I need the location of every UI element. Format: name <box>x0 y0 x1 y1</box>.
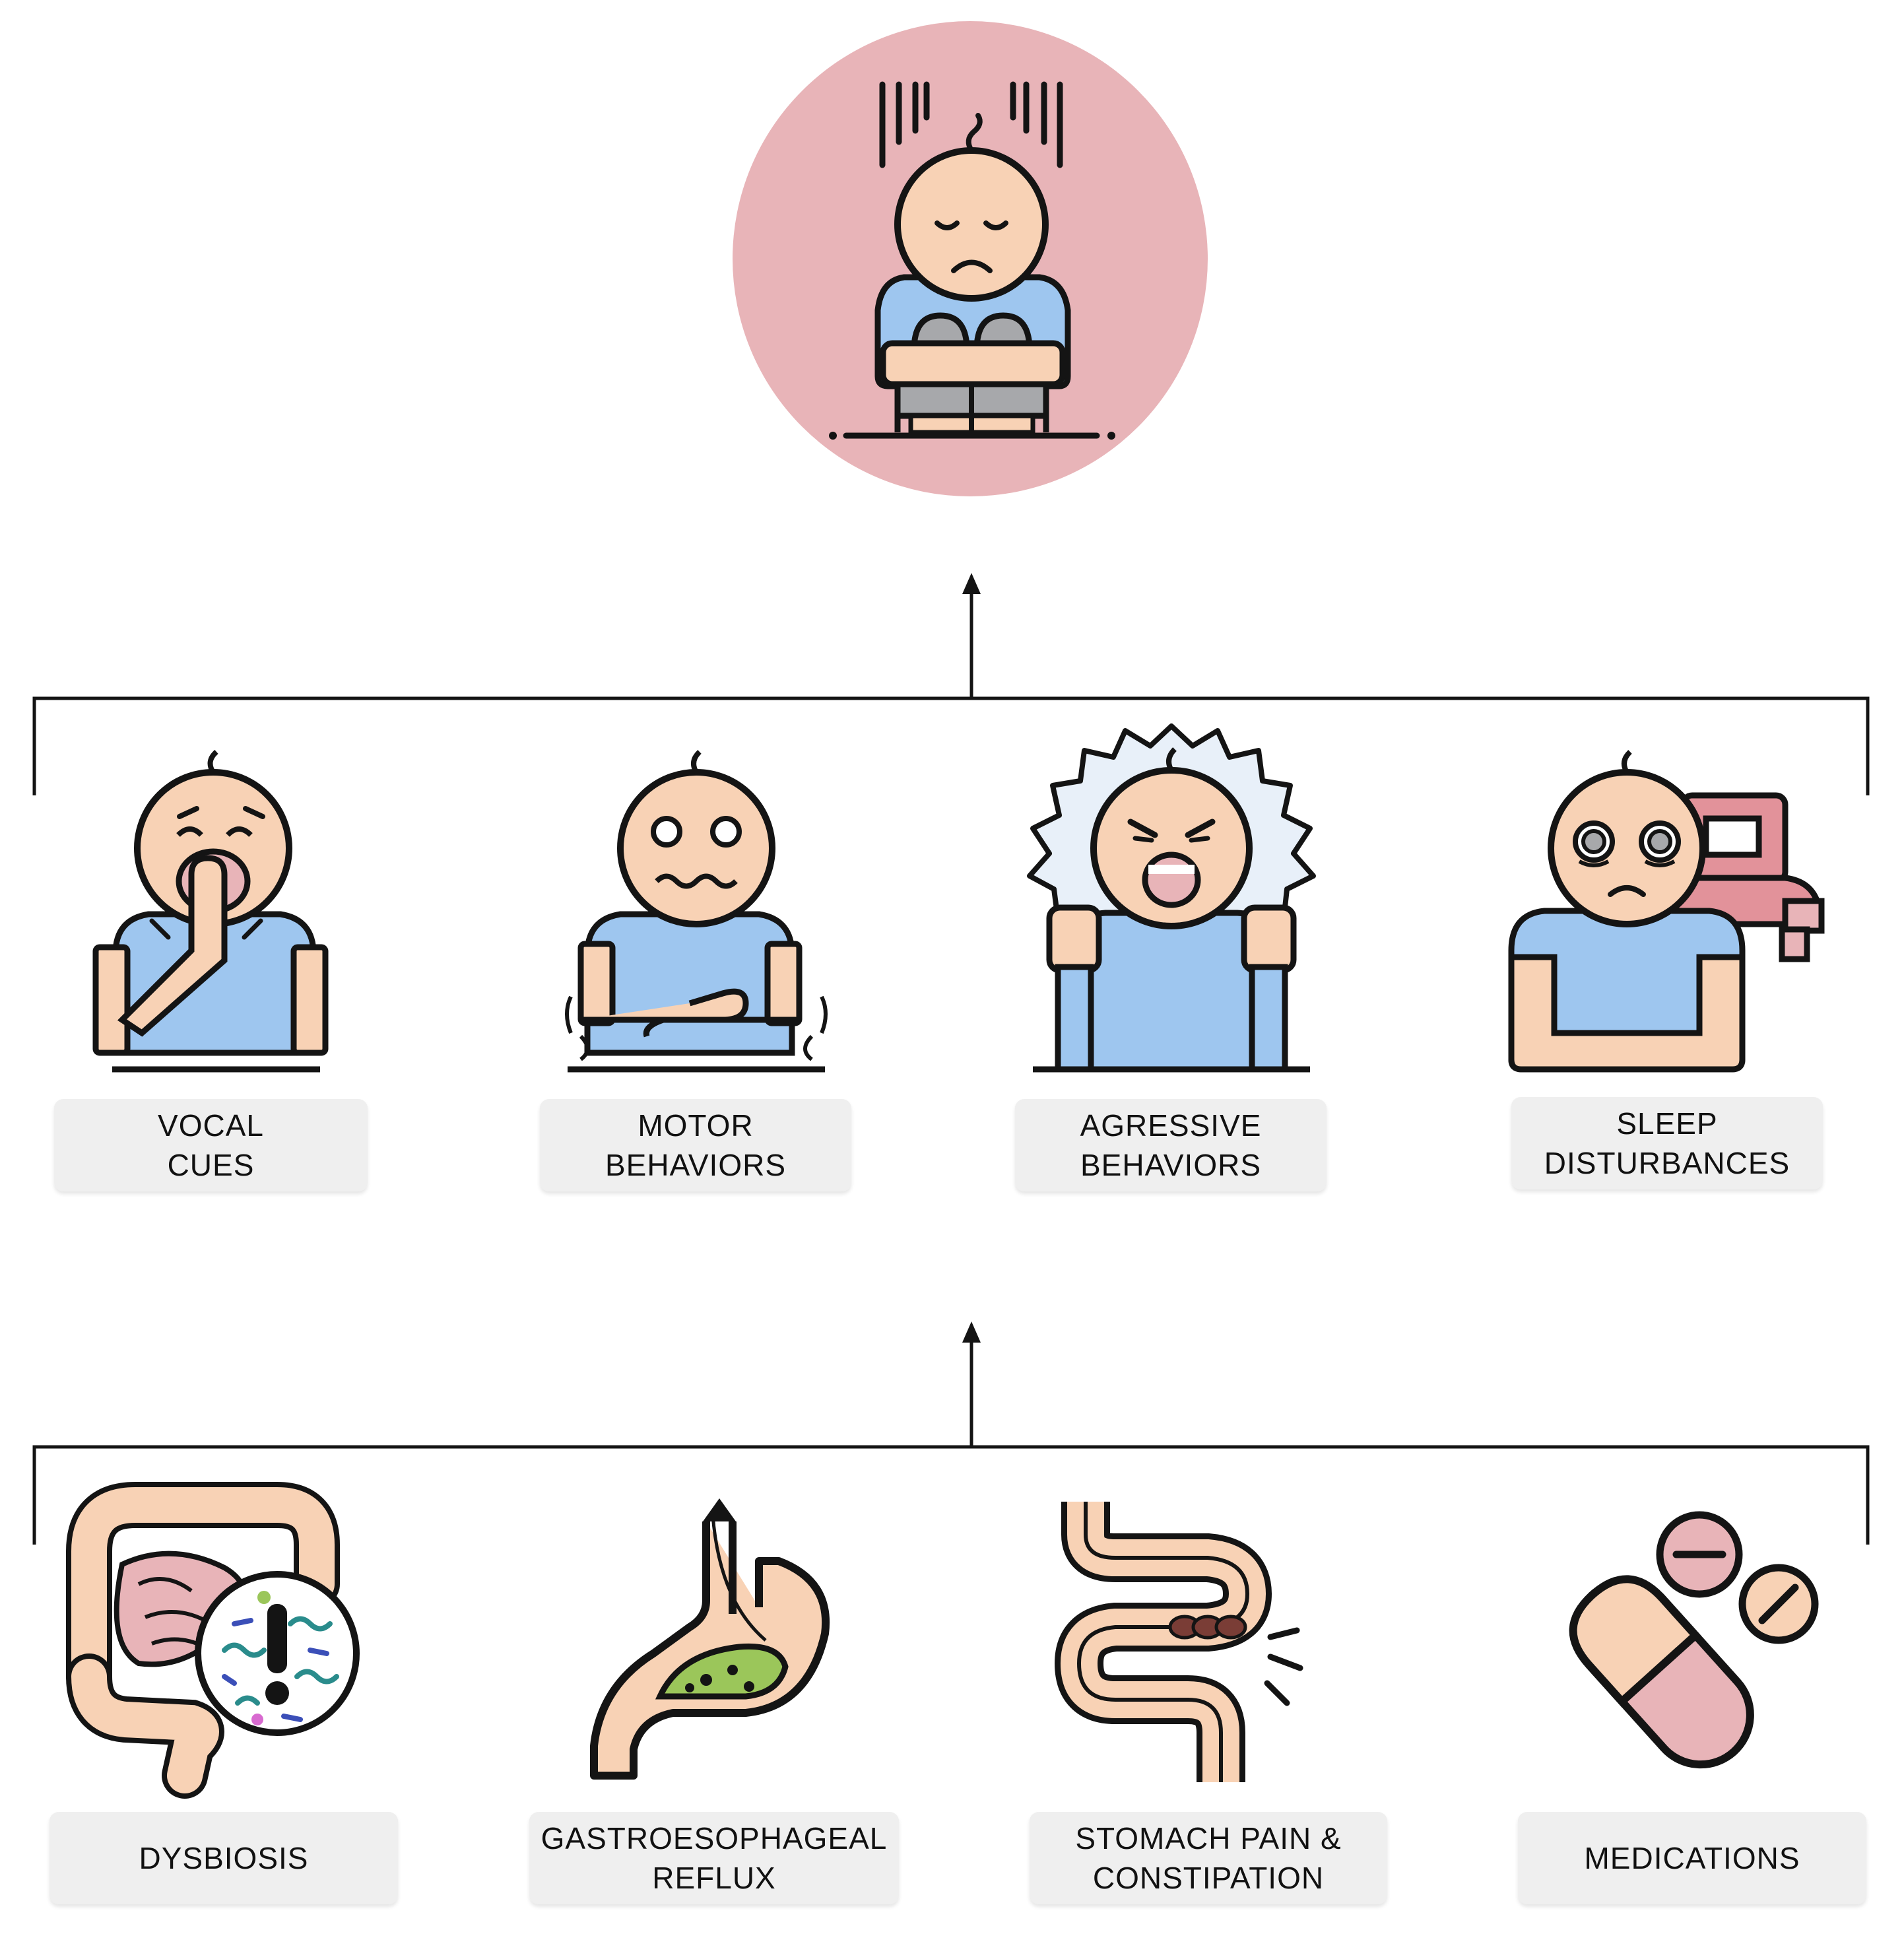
label-motor-behaviors: MOTOR BEHAVIORS <box>540 1099 851 1191</box>
label-sleep-disturbances-text: SLEEP DISTURBANCES <box>1544 1104 1790 1183</box>
constipated-intestine-icon <box>1054 1502 1303 1782</box>
angry-child-icon <box>1027 723 1316 1073</box>
label-medications: MEDICATIONS <box>1518 1812 1866 1904</box>
stomach-reflux-icon <box>590 1498 830 1780</box>
fidgeting-child-icon <box>565 750 828 1073</box>
label-line: BEHAVIORS <box>605 1148 786 1182</box>
label-vocal-cues-text: VOCAL CUES <box>158 1106 264 1185</box>
label-agressive-behaviors-text: AGRESSIVE BEHAVIORS <box>1080 1106 1262 1185</box>
label-line: BEHAVIORS <box>1080 1148 1261 1182</box>
label-line: DYSBIOSIS <box>139 1841 309 1875</box>
label-line: CUES <box>167 1148 255 1182</box>
label-line: MOTOR <box>638 1108 754 1143</box>
yawning-child-icon <box>92 749 329 1073</box>
label-line: STOMACH PAIN & <box>1075 1821 1342 1855</box>
label-gastroesophageal-reflux: GASTROESOPHAGEAL REFLUX <box>529 1812 899 1904</box>
arrowhead-bottom <box>962 1321 981 1343</box>
label-agressive-behaviors: AGRESSIVE BEHAVIORS <box>1015 1099 1327 1191</box>
label-line: CONSTIPATION <box>1092 1861 1325 1895</box>
label-line: GASTROESOPHAGEAL <box>541 1821 888 1855</box>
label-gastroesophageal-reflux-text: GASTROESOPHAGEAL REFLUX <box>541 1819 888 1898</box>
label-line: SLEEP <box>1616 1106 1718 1141</box>
arrowhead-top <box>962 573 981 594</box>
label-dysbiosis: DYSBIOSIS <box>49 1812 398 1904</box>
label-stomach-pain-constipation-text: STOMACH PAIN & CONSTIPATION <box>1075 1819 1341 1898</box>
label-stomach-pain-constipation: STOMACH PAIN & CONSTIPATION <box>1030 1812 1387 1904</box>
intestine-bacteria-icon <box>66 1482 360 1799</box>
label-dysbiosis-text: DYSBIOSIS <box>139 1838 309 1878</box>
label-medications-text: MEDICATIONS <box>1584 1838 1800 1878</box>
label-line: REFLUX <box>652 1861 776 1895</box>
tired-child-bed-icon <box>1508 750 1825 1073</box>
label-vocal-cues: VOCAL CUES <box>54 1099 368 1191</box>
label-line: VOCAL <box>158 1108 264 1143</box>
pills-icon <box>1569 1511 1819 1769</box>
label-sleep-disturbances: SLEEP DISTURBANCES <box>1511 1097 1823 1189</box>
label-line: MEDICATIONS <box>1584 1841 1800 1875</box>
label-line: AGRESSIVE <box>1080 1108 1262 1143</box>
label-motor-behaviors-text: MOTOR BEHAVIORS <box>605 1106 786 1185</box>
label-line: DISTURBANCES <box>1544 1146 1790 1180</box>
